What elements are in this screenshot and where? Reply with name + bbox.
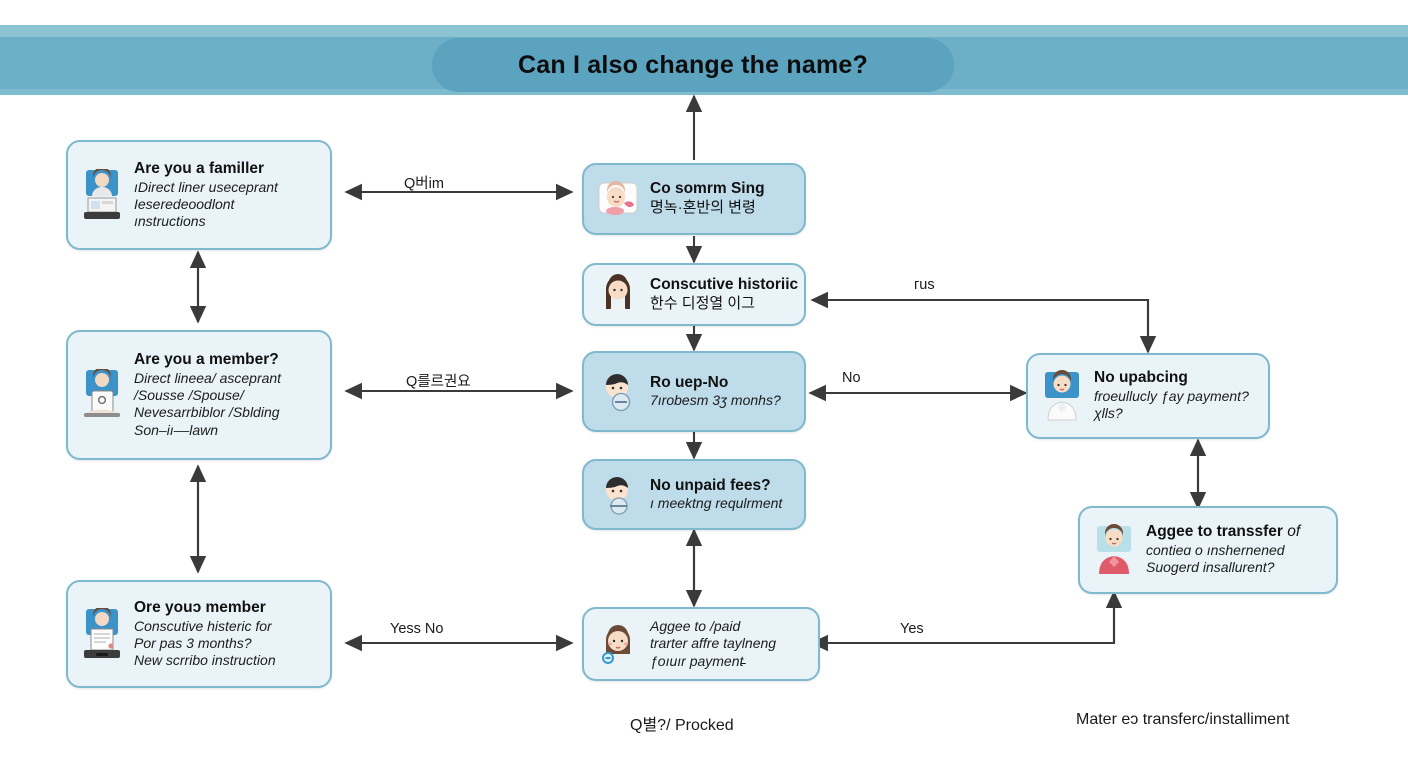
edge-label-right-elbow-to-center-2: гus	[914, 277, 935, 293]
node-right-bottom-text: Aggee to transsfer of contieɑ o ınsherne…	[1146, 523, 1300, 576]
node-center-4[interactable]: No unpaid fees? ı meektng requlrment	[582, 459, 806, 530]
node-center-5-line1: Aggee to /paid	[650, 618, 741, 635]
banner-top-strip	[0, 25, 1408, 37]
edge-label-center-3-to-right-top: No	[842, 370, 861, 386]
caption-bottom-right: Mater eɔ transferc/installiment	[1076, 711, 1290, 728]
person-at-desk-avatar	[80, 169, 124, 221]
node-right-bottom-heading-main: Aggee to transsfer	[1146, 523, 1283, 541]
node-right-top-text: No upabcing froeullucly ƒay payment? χll…	[1094, 369, 1249, 422]
node-center-3[interactable]: Ro uep-No 7ırobesm 3ʒ monhs?	[582, 351, 806, 432]
node-center-1-heading: Co somrm Sing	[650, 180, 765, 198]
node-left-bottom-heading: Ore youɔ member	[134, 598, 266, 616]
person-with-document-avatar	[80, 369, 124, 421]
node-center-2[interactable]: Conscutive historiic 한수 디정열 이그	[582, 263, 806, 326]
node-left-middle-heading: Are you a member?	[134, 351, 279, 369]
person-red-shirt-avatar	[1092, 524, 1136, 576]
node-center-2-subtitle: 한수 디정열 이그	[650, 294, 755, 312]
node-left-middle-line1: Direct lineea/ asceprant	[134, 370, 282, 387]
node-center-4-text: No unpaid fees? ı meektng requlrment	[650, 477, 782, 513]
node-center-2-heading: Conscutive historiic	[650, 275, 799, 293]
node-left-top-line2: Ieseredeoodlont	[134, 195, 235, 212]
page-title-pill: Can I also change the name?	[432, 38, 954, 92]
node-left-top-heading: Are you a familler	[134, 159, 265, 177]
caption-bottom-center: Q별?/ Procked	[630, 717, 734, 734]
person-white-shirt-avatar	[1040, 370, 1084, 422]
node-left-top[interactable]: Are you a familler ıDirect liner usecepr…	[66, 140, 332, 250]
node-center-1[interactable]: Co somrm Sing 명녹·혼반의 변령	[582, 163, 806, 235]
node-center-3-text: Ro uep-No 7ırobesm 3ʒ monhs?	[650, 374, 781, 410]
node-center-4-line1: ı meektng requlrment	[650, 495, 783, 512]
node-left-middle-line4: Son–iı––lawn	[134, 421, 219, 438]
edge-label-left-bottom-to-center: Yess No	[390, 621, 444, 637]
node-right-bottom-line1: contieɑ o ınshernened	[1146, 542, 1285, 559]
node-center-5[interactable]: Aggee to /paid trarter affre taylnenɡ ƒo…	[582, 607, 820, 681]
node-center-3-line1: 7ırobesm 3ʒ monhs?	[650, 392, 781, 409]
edge-label-left-middle-to-center: Q를르권요	[406, 374, 471, 390]
node-left-bottom-line3: New scrribo instruction	[134, 651, 276, 668]
node-center-3-heading: Ro uep-No	[650, 373, 729, 391]
node-center-2-text: Conscutive historiic 한수 디정열 이그	[650, 276, 798, 313]
node-center-5-line2: trarter affre taylnenɡ	[650, 635, 777, 652]
node-center-5-text: Aggee to /paid trarter affre taylnenɡ ƒo…	[650, 618, 776, 669]
edge-label-left-top-to-center: Q버im	[404, 176, 444, 192]
node-left-bottom[interactable]: Ore youɔ member Conscutive histeric for …	[66, 580, 332, 688]
node-right-top-line2: χlls?	[1094, 405, 1123, 422]
node-right-bottom-heading: Aggee to transsfer of	[1146, 523, 1300, 542]
node-left-top-line3: ınstructions	[134, 212, 206, 229]
person-no-symbol-avatar	[596, 366, 640, 418]
edge-label-right-bottom-to-center-5: Yes	[900, 621, 924, 637]
node-right-top-line1: froeullucly ƒay payment?	[1094, 388, 1249, 405]
node-center-1-subtitle: 명녹·혼반의 변령	[650, 199, 756, 217]
node-left-bottom-text: Ore youɔ member Conscutive histeric for …	[134, 599, 276, 669]
person-no-symbol-avatar	[596, 469, 640, 521]
person-globe-badge-avatar	[596, 618, 640, 670]
node-center-1-text: Co somrm Sing 명녹·혼반의 변령	[650, 180, 765, 217]
node-right-top[interactable]: No upabcing froeullucly ƒay payment? χll…	[1026, 353, 1270, 439]
node-left-top-line1: ıDirect liner useceprant	[134, 178, 278, 195]
banner-bottom-strip	[0, 89, 1408, 95]
long-hair-person-avatar	[596, 269, 640, 321]
node-left-bottom-line2: Por pas 3 months?	[134, 634, 252, 651]
node-left-middle-line3: Nevesarrbiblor /Sblding	[134, 404, 280, 421]
page-title: Can I also change the name?	[518, 50, 868, 79]
node-left-middle-line2: /Sousse /Spouse/	[134, 387, 244, 404]
person-holding-certificate-avatar	[80, 608, 124, 660]
node-right-bottom-heading-tail: of	[1282, 523, 1301, 541]
node-right-bottom[interactable]: Aggee to transsfer of contieɑ o ınsherne…	[1078, 506, 1338, 594]
node-left-middle-text: Are you a member? Direct lineea/ ascepra…	[134, 351, 281, 438]
node-left-bottom-line1: Conscutive histeric for	[134, 617, 272, 634]
person-resting-avatar	[596, 173, 640, 225]
node-center-4-heading: No unpaid fees?	[650, 476, 771, 494]
node-right-top-heading: No upabcing	[1094, 369, 1188, 387]
node-left-middle[interactable]: Are you a member? Direct lineea/ ascepra…	[66, 330, 332, 460]
node-center-5-line3: ƒoıuır payment̵	[650, 652, 744, 669]
node-left-top-text: Are you a familler ıDirect liner usecepr…	[134, 160, 278, 230]
node-right-bottom-line2: Suoɡerd insallurent?	[1146, 559, 1275, 576]
